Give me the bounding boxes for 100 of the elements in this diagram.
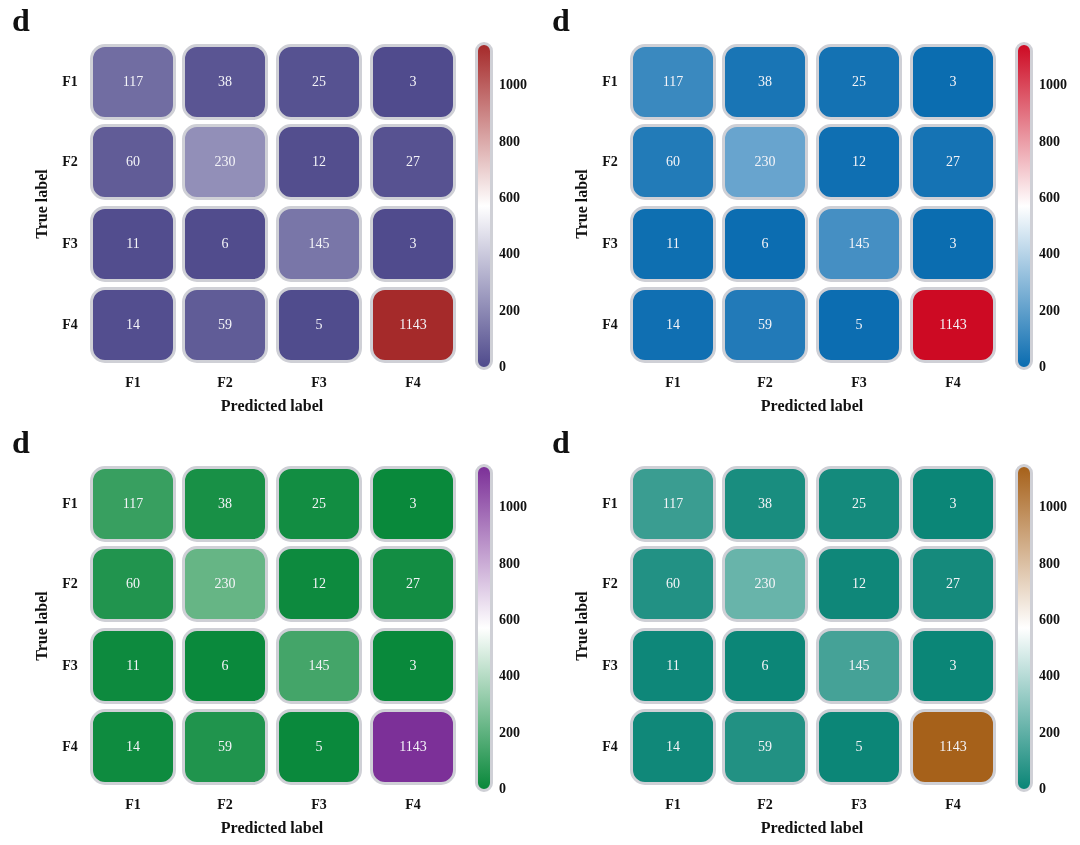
matrix-cell: 27 [370,124,456,200]
matrix-cell: 145 [816,628,902,704]
matrix-cell: 1143 [910,709,996,785]
column-label: F3 [851,797,867,813]
matrix-cell: 59 [722,287,808,363]
column-label: F4 [405,375,421,391]
panel-letter: d [552,424,570,461]
matrix-cell: 230 [182,546,268,622]
row-label: F3 [62,236,78,252]
axis-title: True label [573,169,591,239]
matrix-cell: 117 [630,466,716,542]
tick-label: 600 [1039,189,1060,206]
matrix-cell: 14 [90,709,176,785]
tick-label: 600 [1039,611,1060,628]
row-label: F1 [62,496,78,512]
matrix-cell: 5 [816,709,902,785]
matrix-cell: 12 [816,124,902,200]
matrix-cell: 27 [370,546,456,622]
matrix-cell: 59 [182,287,268,363]
matrix-cell: 3 [910,628,996,704]
column-label: F2 [757,375,773,391]
axis-title: True label [573,591,591,661]
tick-label: 400 [499,246,520,263]
matrix-cell: 3 [910,466,996,542]
row-label: F4 [62,317,78,333]
tick-label: 0 [499,781,506,797]
axis-title: True label [33,169,51,239]
column-label: F3 [311,375,327,391]
column-label: F2 [217,375,233,391]
panel-letter: d [12,2,30,39]
matrix-cell: 11 [90,206,176,282]
tick-label: 600 [499,189,520,206]
axis-title: Predicted label [220,397,324,415]
column-label: F3 [311,797,327,813]
row-label: F1 [602,496,618,512]
matrix-cell: 6 [182,206,268,282]
tick-label: 800 [499,133,520,150]
matrix-cell: 230 [182,124,268,200]
tick-label: 200 [499,302,520,319]
matrix-cell: 14 [630,709,716,785]
row-label: F2 [62,154,78,170]
matrix-cell: 145 [276,628,362,704]
row-label: F3 [602,236,618,252]
matrix-cell: 60 [630,124,716,200]
matrix-cell: 3 [370,206,456,282]
tick-label: 800 [499,555,520,572]
row-label: F4 [62,739,78,755]
tick-label: 0 [1039,359,1046,375]
matrix-cell: 5 [276,709,362,785]
column-label: F1 [665,797,681,813]
matrix-cell: 38 [722,466,808,542]
matrix-cell: 5 [816,287,902,363]
matrix-cell: 59 [722,709,808,785]
tick-label: 600 [499,611,520,628]
matrix-cell: 14 [630,287,716,363]
tick-label: 800 [1039,133,1060,150]
column-label: F3 [851,375,867,391]
tick-label: 0 [1039,781,1046,797]
matrix-cell: 12 [816,546,902,622]
row-label: F1 [602,74,618,90]
matrix-cell: 60 [90,546,176,622]
matrix-cell: 145 [276,206,362,282]
matrix-cell: 1143 [370,709,456,785]
tick-label: 1000 [1039,77,1067,94]
tick-label: 200 [1039,302,1060,319]
matrix-cell: 14 [90,287,176,363]
axis-title: True label [33,591,51,661]
matrix-cell: 145 [816,206,902,282]
matrix-cell: 6 [722,628,808,704]
matrix-cell: 1143 [370,287,456,363]
column-label: F4 [405,797,421,813]
axis-title: Predicted label [760,819,864,837]
matrix-cell: 27 [910,546,996,622]
matrix-cell: 6 [182,628,268,704]
row-label: F2 [602,154,618,170]
column-label: F1 [125,797,141,813]
column-label: F4 [945,797,961,813]
row-label: F1 [62,74,78,90]
tick-label: 0 [499,359,506,375]
tick-label: 1000 [499,499,527,516]
row-label: F3 [62,658,78,674]
matrix-cell: 230 [722,546,808,622]
matrix-cell: 12 [276,124,362,200]
tick-label: 200 [1039,724,1060,741]
row-label: F3 [602,658,618,674]
axis-title: Predicted label [760,397,864,415]
matrix-cell: 25 [816,466,902,542]
column-label: F1 [125,375,141,391]
column-label: F2 [757,797,773,813]
tick-label: 1000 [1039,499,1067,516]
column-label: F4 [945,375,961,391]
matrix-cell: 11 [630,628,716,704]
tick-label: 800 [1039,555,1060,572]
matrix-cell: 3 [370,628,456,704]
matrix-cell: 27 [910,124,996,200]
row-label: F2 [62,576,78,592]
matrix-cell: 117 [90,466,176,542]
matrix-cell: 11 [90,628,176,704]
panel-letter: d [12,424,30,461]
matrix-cell: 38 [182,466,268,542]
